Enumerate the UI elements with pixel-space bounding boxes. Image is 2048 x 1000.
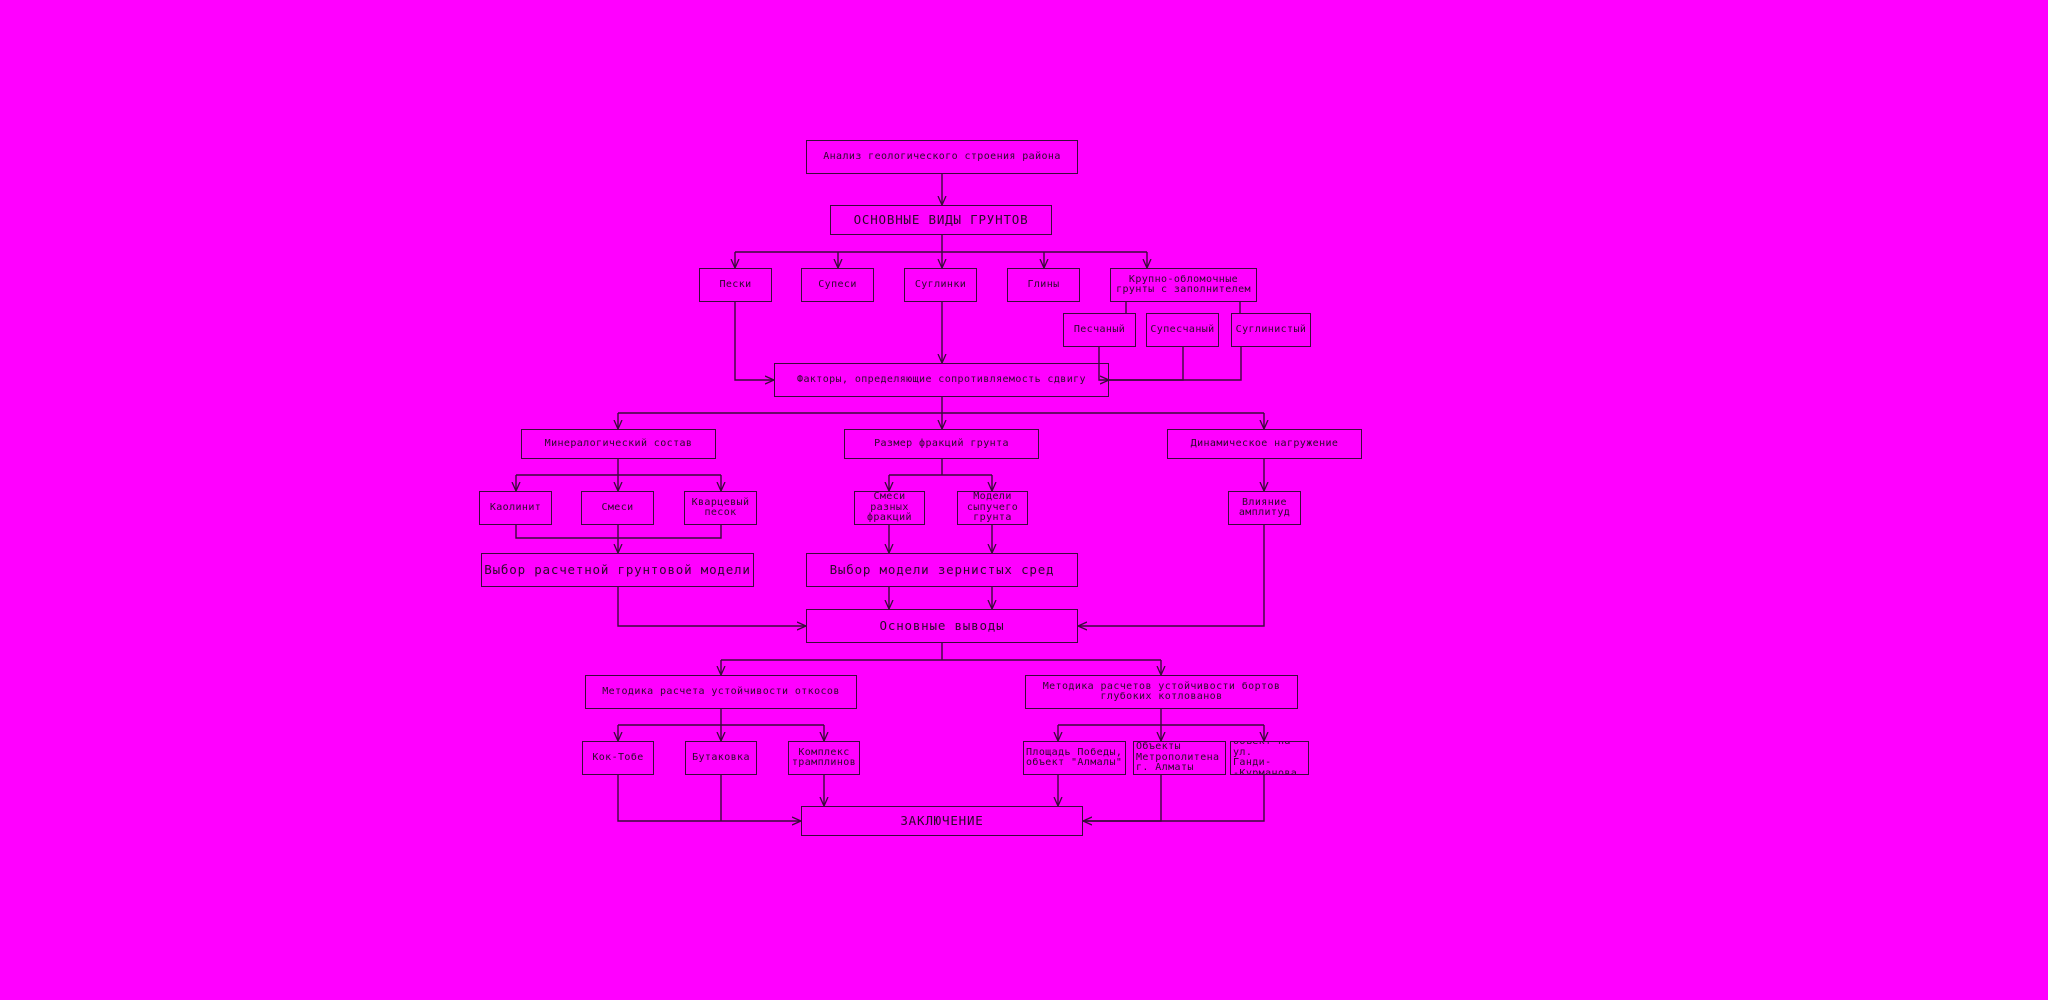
node-soil-types: ОСНОВНЫЕ ВИДЫ ГРУНТОВ — [830, 205, 1052, 235]
node-coarse: Крупно-обломочные грунты с заполнителем — [1110, 268, 1257, 302]
arrow-amplitude-to-conclusions — [1078, 525, 1265, 626]
node-loamy: Суглинистый — [1231, 313, 1311, 347]
arrow-gandi-to-final — [1083, 775, 1265, 821]
node-factors: Факторы, определяющие сопротивляемость с… — [774, 363, 1109, 397]
arrow-calc-to-conclusions — [617, 587, 806, 626]
node-quartz-sand: Кварцевый песок — [684, 491, 757, 525]
node-pit-method: Методика расчетов устойчивости бортов гл… — [1025, 675, 1298, 709]
node-fraction-size: Размер фракций грунта — [844, 429, 1039, 459]
node-conclusions: Основные выводы — [806, 609, 1078, 643]
node-sands: Пески — [699, 268, 772, 302]
node-gandi: Объект на ул. Ганди- -Курманова — [1230, 741, 1309, 775]
node-victory-square: Площадь Победы, объект "Алмалы" — [1023, 741, 1126, 775]
node-butakovka: Бутаковка — [685, 741, 757, 775]
arrow-sandy-to-factors — [1098, 347, 1109, 380]
node-kaolinite: Каолинит — [479, 491, 552, 525]
connector-loamy-to-factors — [1109, 347, 1242, 381]
node-sandy-loam: Супеси — [801, 268, 874, 302]
node-clays: Глины — [1007, 268, 1080, 302]
node-dynamic-load: Динамическое нагружение — [1167, 429, 1362, 459]
node-mineral: Минералогический состав — [521, 429, 716, 459]
node-analysis: Анализ геологического строения района — [806, 140, 1078, 174]
node-calc-model: Выбор расчетной грунтовой модели — [481, 553, 754, 587]
node-amplitude: Влияние амплитуд — [1228, 491, 1301, 525]
node-fraction-mix: Смеси разных фракций — [854, 491, 925, 525]
node-bulk-models: Модели сыпучего грунта — [957, 491, 1028, 525]
node-mixes: Смеси — [581, 491, 654, 525]
node-springboard: Комплекс трамплинов — [788, 741, 860, 775]
arrow-sands-to-factors — [734, 302, 774, 380]
node-kok-tobe: Кок-Тобе — [582, 741, 654, 775]
node-sandy: Песчаный — [1063, 313, 1136, 347]
node-metro: Объекты Метрополитена г. Алматы — [1133, 741, 1226, 775]
connector-metro-to-final — [1083, 775, 1162, 822]
arrow-kok-tobe-to-final — [617, 775, 801, 821]
node-granular-model: Выбор модели зернистых сред — [806, 553, 1078, 587]
node-final: ЗАКЛЮЧЕНИЕ — [801, 806, 1083, 836]
connector-sandy-loamy-to-factors — [1109, 347, 1184, 381]
connector-kaolinite-merge — [515, 525, 618, 539]
node-sandy-loamy: Супесчаный — [1146, 313, 1219, 347]
connector-quartz-merge — [618, 525, 722, 539]
node-slope-method: Методика расчета устойчивости откосов — [585, 675, 857, 709]
node-loams: Суглинки — [904, 268, 977, 302]
